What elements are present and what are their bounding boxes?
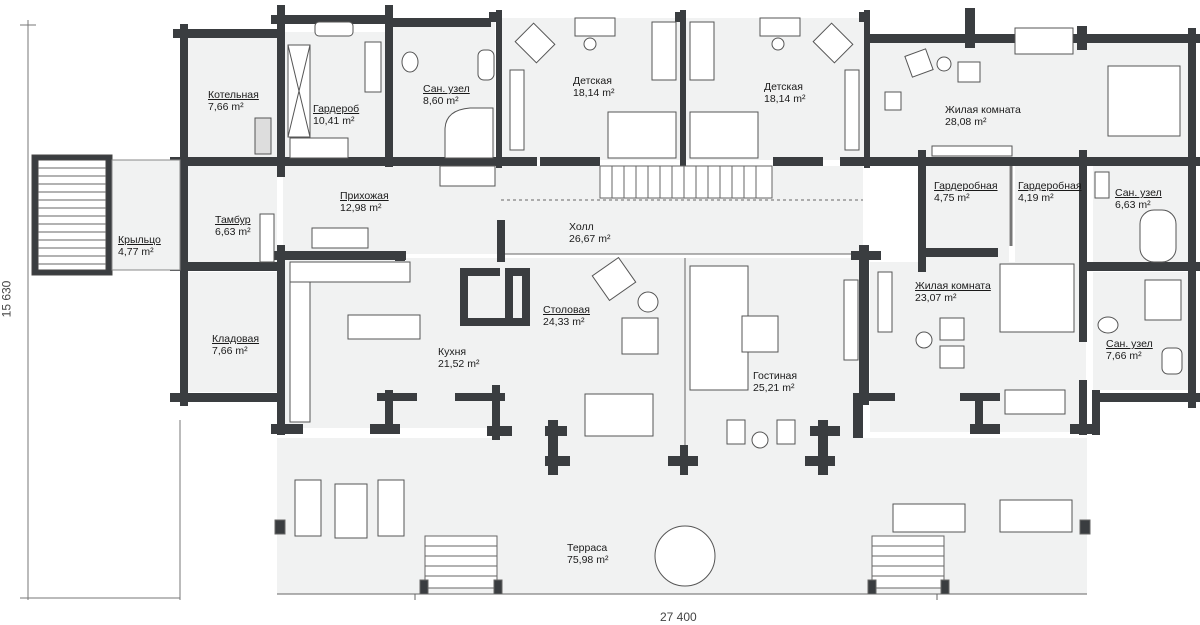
- floor-fills: [185, 18, 1190, 594]
- room-area: 18,14 m²: [573, 87, 615, 99]
- room-area: 21,52 m²: [438, 358, 480, 370]
- dimension-height-label: 15 630: [0, 280, 14, 318]
- room-area: 8,60 m²: [423, 95, 459, 107]
- room-name: Гардеробная: [934, 180, 998, 192]
- room-label-garderobnaya-2: Гардеробная 4,19 m²: [1018, 180, 1082, 204]
- room-label-prihozhaya: Прихожая 12,98 m²: [340, 190, 389, 214]
- room-name: Жилая комната: [945, 104, 1021, 116]
- room-area: 12,98 m²: [340, 202, 382, 214]
- room-area: 24,33 m²: [543, 316, 585, 328]
- room-label-san-uzel-1: Сан. узел 8,60 m²: [423, 83, 470, 107]
- room-label-garderob: Гардероб 10,41 m²: [313, 103, 359, 127]
- room-label-stolovaya: Столовая 24,33 m²: [543, 304, 590, 328]
- room-area: 6,63 m²: [215, 226, 251, 238]
- room-area: 26,67 m²: [569, 233, 611, 245]
- room-area: 23,07 m²: [915, 292, 957, 304]
- room-name: Столовая: [543, 304, 590, 316]
- dimension-lines: [20, 20, 181, 600]
- room-area: 7,66 m²: [1106, 350, 1142, 362]
- room-area: 7,66 m²: [212, 345, 248, 357]
- room-name: Гостиная: [753, 370, 798, 382]
- room-label-kryltso: Крыльцо 4,77 m²: [118, 234, 161, 258]
- room-area: 4,19 m²: [1018, 192, 1054, 204]
- room-label-san-uzel-3: Сан. узел 7,66 m²: [1106, 338, 1153, 362]
- room-label-zhilaya-1: Жилая комната 28,08 m²: [945, 104, 1021, 128]
- room-area: 28,08 m²: [945, 116, 987, 128]
- room-area: 7,66 m²: [208, 101, 244, 113]
- room-name: Сан. узел: [1106, 338, 1153, 350]
- room-name: Детская: [573, 75, 612, 87]
- room-label-tambur: Тамбур 6,63 m²: [215, 214, 251, 238]
- room-name: Гардероб: [313, 103, 360, 115]
- room-name: Жилая комната: [915, 280, 991, 292]
- room-name: Прихожая: [340, 190, 389, 202]
- room-label-zhilaya-2: Жилая комната 23,07 m²: [915, 280, 991, 304]
- room-label-kotelnaya: Котельная 7,66 m²: [208, 89, 259, 113]
- room-name: Гардеробная: [1018, 180, 1082, 192]
- room-name: Детская: [764, 81, 803, 93]
- walls: [170, 5, 1200, 475]
- room-label-kuhnya: Кухня 21,52 m²: [438, 346, 479, 370]
- room-name: Котельная: [208, 89, 259, 101]
- room-label-terrasa: Терраса 75,98 m²: [567, 542, 608, 566]
- room-name: Терраса: [567, 542, 608, 554]
- porch-stairs: [31, 154, 181, 276]
- room-label-gostinaya: Гостиная 25,21 m²: [753, 370, 797, 394]
- room-label-detskaya-1: Детская 18,14 m²: [573, 75, 614, 99]
- furniture: [254, 17, 1183, 587]
- room-area: 10,41 m²: [313, 115, 355, 127]
- room-area: 6,63 m²: [1115, 199, 1151, 211]
- partitions: [277, 166, 1087, 600]
- room-area: 4,77 m²: [118, 246, 154, 258]
- room-label-holl: Холл 26,67 m²: [569, 221, 610, 245]
- room-area: 25,21 m²: [753, 382, 795, 394]
- room-name: Кладовая: [212, 333, 260, 345]
- hall-staircase: [599, 165, 773, 199]
- terrace-stairs: [274, 519, 1091, 595]
- room-name: Холл: [569, 221, 594, 233]
- room-name: Сан. узел: [1115, 187, 1162, 199]
- room-label-detskaya-2: Детская 18,14 m²: [764, 81, 805, 105]
- room-area: 4,75 m²: [934, 192, 970, 204]
- room-label-san-uzel-2: Сан. узел 6,63 m²: [1115, 187, 1162, 211]
- room-area: 18,14 m²: [764, 93, 806, 105]
- dimension-width-label: 27 400: [660, 610, 697, 624]
- room-name: Сан. узел: [423, 83, 470, 95]
- room-area: 75,98 m²: [567, 554, 609, 566]
- room-label-garderobnaya-1: Гардеробная 4,75 m²: [934, 180, 998, 204]
- room-name: Кухня: [438, 346, 467, 358]
- room-name: Тамбур: [215, 214, 251, 226]
- room-label-kladovaya: Кладовая 7,66 m²: [212, 333, 259, 357]
- room-name: Крыльцо: [118, 234, 161, 246]
